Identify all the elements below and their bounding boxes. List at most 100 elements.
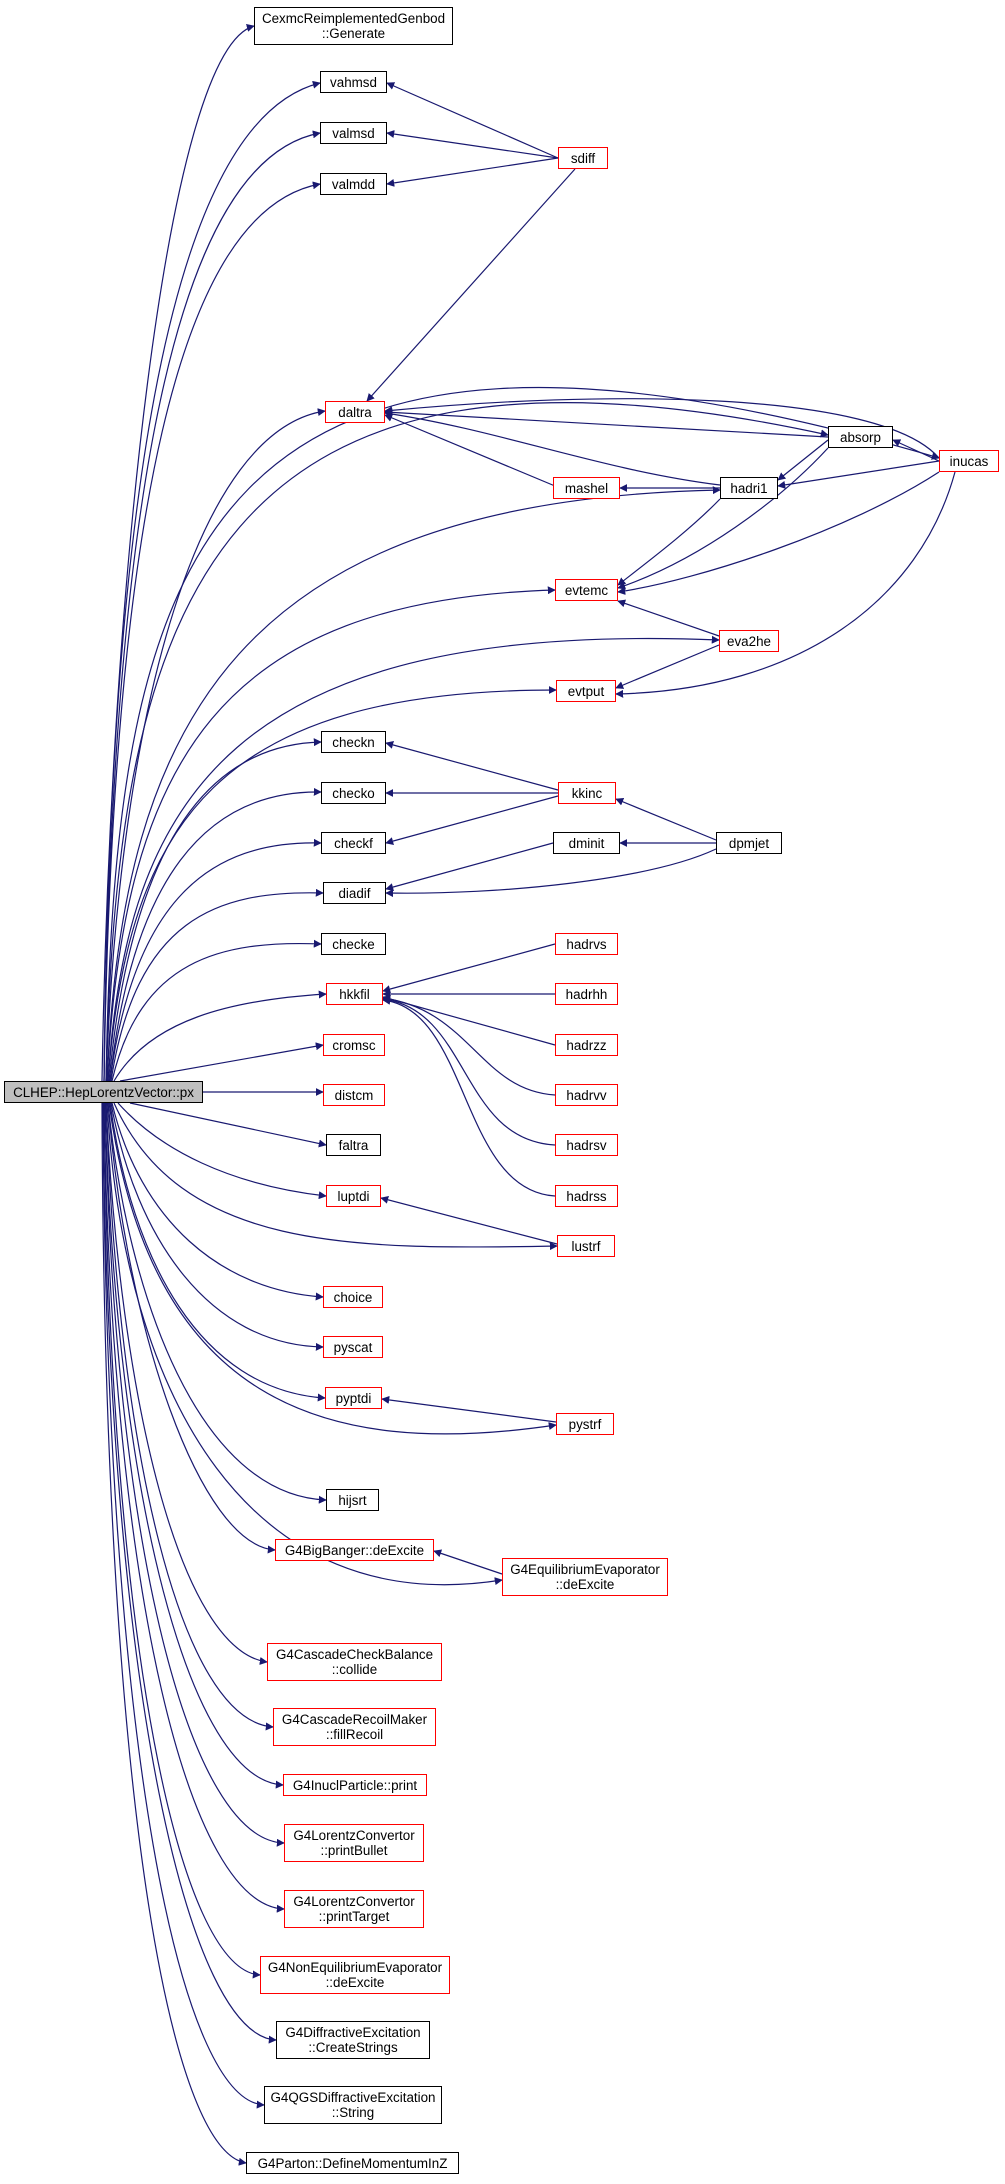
node-luptdi[interactable]: luptdi bbox=[326, 1185, 381, 1207]
node-hadri1[interactable]: hadri1 bbox=[720, 477, 778, 499]
edge-eva2he-evtput bbox=[615, 644, 720, 689]
node-printbullet[interactable]: G4LorentzConvertor ::printBullet bbox=[284, 1824, 424, 1862]
edge-root-luptdi bbox=[117, 1102, 327, 1200]
node-evtput[interactable]: evtput bbox=[556, 680, 616, 702]
edge-kkinc-checkf bbox=[385, 795, 559, 845]
edge-root-equilibrium bbox=[106, 1102, 503, 1586]
node-checkf[interactable]: checkf bbox=[321, 832, 386, 854]
edge-sdiff-valmsd bbox=[386, 130, 559, 159]
edge-hadrvs-hkkfil bbox=[382, 943, 556, 993]
edge-root-hijsrt bbox=[107, 1102, 327, 1504]
node-faltra[interactable]: faltra bbox=[326, 1134, 381, 1156]
edge-root-evtemc bbox=[106, 586, 556, 1082]
node-mashel[interactable]: mashel bbox=[553, 477, 620, 499]
edge-pystrf-pyptdi bbox=[381, 1395, 557, 1423]
edge-root-absorp bbox=[105, 401, 829, 1082]
node-pystrf[interactable]: pystrf bbox=[556, 1413, 614, 1435]
edge-root-eva2he bbox=[107, 635, 720, 1082]
edge-root-diadif bbox=[110, 888, 324, 1082]
edge-root-bigbanger bbox=[107, 1102, 276, 1554]
node-hadrvs[interactable]: hadrvs bbox=[555, 933, 618, 955]
edge-root-qgsdiffractive bbox=[102, 1102, 265, 2109]
node-hadrzz[interactable]: hadrzz bbox=[555, 1034, 618, 1056]
edge-root-faltra bbox=[129, 1102, 327, 1148]
node-cromsc[interactable]: cromsc bbox=[323, 1034, 385, 1056]
node-nonequilibrium[interactable]: G4NonEquilibriumEvaporator ::deExcite bbox=[260, 1956, 450, 1994]
node-parton[interactable]: G4Parton::DefineMomentumInZ bbox=[246, 2152, 459, 2174]
node-pyscat[interactable]: pyscat bbox=[323, 1336, 383, 1358]
node-diffractive[interactable]: G4DiffractiveExcitation ::CreateStrings bbox=[276, 2021, 430, 2059]
node-checkbalance[interactable]: G4CascadeCheckBalance ::collide bbox=[267, 1643, 442, 1681]
node-sdiff[interactable]: sdiff bbox=[558, 147, 608, 169]
node-distcm[interactable]: distcm bbox=[323, 1084, 385, 1106]
node-daltra[interactable]: daltra bbox=[325, 401, 385, 423]
edge-absorp-hadri1 bbox=[777, 439, 829, 481]
edge-kkinc-checkn bbox=[385, 741, 559, 791]
edge-root-valmsd bbox=[103, 130, 321, 1082]
node-vahmsd[interactable]: vahmsd bbox=[320, 71, 387, 93]
edge-root-checko bbox=[109, 787, 322, 1082]
edge-root-checkbalance bbox=[105, 1102, 268, 1665]
node-lustrf[interactable]: lustrf bbox=[557, 1235, 615, 1257]
edge-lustrf-luptdi bbox=[380, 1195, 558, 1245]
node-dpmjet[interactable]: dpmjet bbox=[716, 832, 782, 854]
node-eva2he[interactable]: eva2he bbox=[719, 630, 779, 652]
node-cexmc[interactable]: CexmcReimplementedGenbod ::Generate bbox=[254, 7, 453, 45]
edge-eva2he-evtemc bbox=[617, 599, 720, 637]
edge-hadrss-hkkfil bbox=[382, 996, 556, 1197]
node-hijsrt[interactable]: hijsrt bbox=[326, 1489, 379, 1511]
edge-root-cromsc bbox=[119, 1042, 324, 1082]
edge-hadrvv-hkkfil bbox=[382, 995, 556, 1096]
node-choice[interactable]: choice bbox=[323, 1286, 383, 1308]
edge-root-daltra bbox=[105, 408, 326, 1082]
edge-inucas-evtput bbox=[615, 471, 956, 698]
node-bigbanger[interactable]: G4BigBanger::deExcite bbox=[275, 1539, 434, 1561]
edge-root-pyptdi bbox=[109, 1102, 326, 1402]
node-equilibrium[interactable]: G4EquilibriumEvaporator ::deExcite bbox=[502, 1558, 668, 1596]
node-hadrvv[interactable]: hadrvv bbox=[555, 1084, 618, 1106]
edge-root-inuclparticle bbox=[104, 1102, 284, 1789]
edge-sdiff-valmdd bbox=[386, 157, 559, 187]
node-kkinc[interactable]: kkinc bbox=[558, 782, 616, 804]
node-absorp[interactable]: absorp bbox=[828, 426, 893, 448]
node-pyptdi[interactable]: pyptdi bbox=[325, 1387, 382, 1409]
node-inuclparticle[interactable]: G4InuclParticle::print bbox=[283, 1774, 427, 1796]
node-printtarget[interactable]: G4LorentzConvertor ::printTarget bbox=[284, 1890, 424, 1928]
node-inucas[interactable]: inucas bbox=[939, 450, 999, 472]
node-hadrss[interactable]: hadrss bbox=[555, 1185, 618, 1207]
edge-root-pyscat bbox=[110, 1102, 324, 1351]
edge-root-printbullet bbox=[104, 1102, 285, 1847]
node-qgsdiffractive[interactable]: G4QGSDiffractiveExcitation ::String bbox=[264, 2086, 442, 2124]
node-dminit[interactable]: dminit bbox=[553, 832, 620, 854]
edge-root-hkkfil bbox=[113, 990, 327, 1082]
node-hkkfil[interactable]: hkkfil bbox=[326, 983, 383, 1005]
edge-inucas-absorp bbox=[892, 439, 940, 462]
node-valmdd[interactable]: valmdd bbox=[320, 173, 387, 195]
edge-root-pystrf bbox=[108, 1102, 557, 1435]
edge-root-lustrf bbox=[113, 1102, 558, 1251]
edge-dminit-diadif bbox=[385, 842, 554, 891]
node-checke[interactable]: checke bbox=[321, 933, 386, 955]
edge-hadri1-evtemc bbox=[617, 498, 721, 586]
edge-mashel-daltra bbox=[384, 414, 556, 487]
node-evtemc[interactable]: evtemc bbox=[555, 579, 618, 601]
edge-dpmjet-diadif bbox=[385, 848, 717, 898]
node-recoilmaker[interactable]: G4CascadeRecoilMaker ::fillRecoil bbox=[273, 1708, 436, 1746]
edge-inucas-hadri1 bbox=[777, 460, 940, 489]
edge-root-printtarget bbox=[103, 1102, 285, 1913]
node-checkn[interactable]: checkn bbox=[321, 731, 386, 753]
node-hadrhh[interactable]: hadrhh bbox=[555, 983, 618, 1005]
edge-sdiff-daltra bbox=[366, 168, 576, 402]
edge-root-diffractive bbox=[102, 1102, 277, 2044]
node-checko[interactable]: checko bbox=[321, 782, 386, 804]
edge-dpmjet-kkinc bbox=[615, 798, 717, 841]
node-hadrsv[interactable]: hadrsv bbox=[555, 1134, 618, 1156]
node-root: CLHEP::HepLorentzVector::px bbox=[4, 1081, 203, 1103]
node-diadif[interactable]: diadif bbox=[323, 882, 386, 904]
edge-absorp-evtemc bbox=[617, 447, 829, 590]
edge-hadri1-daltra bbox=[384, 410, 721, 486]
edge-root-choice bbox=[111, 1102, 324, 1301]
node-valmsd[interactable]: valmsd bbox=[320, 122, 387, 144]
